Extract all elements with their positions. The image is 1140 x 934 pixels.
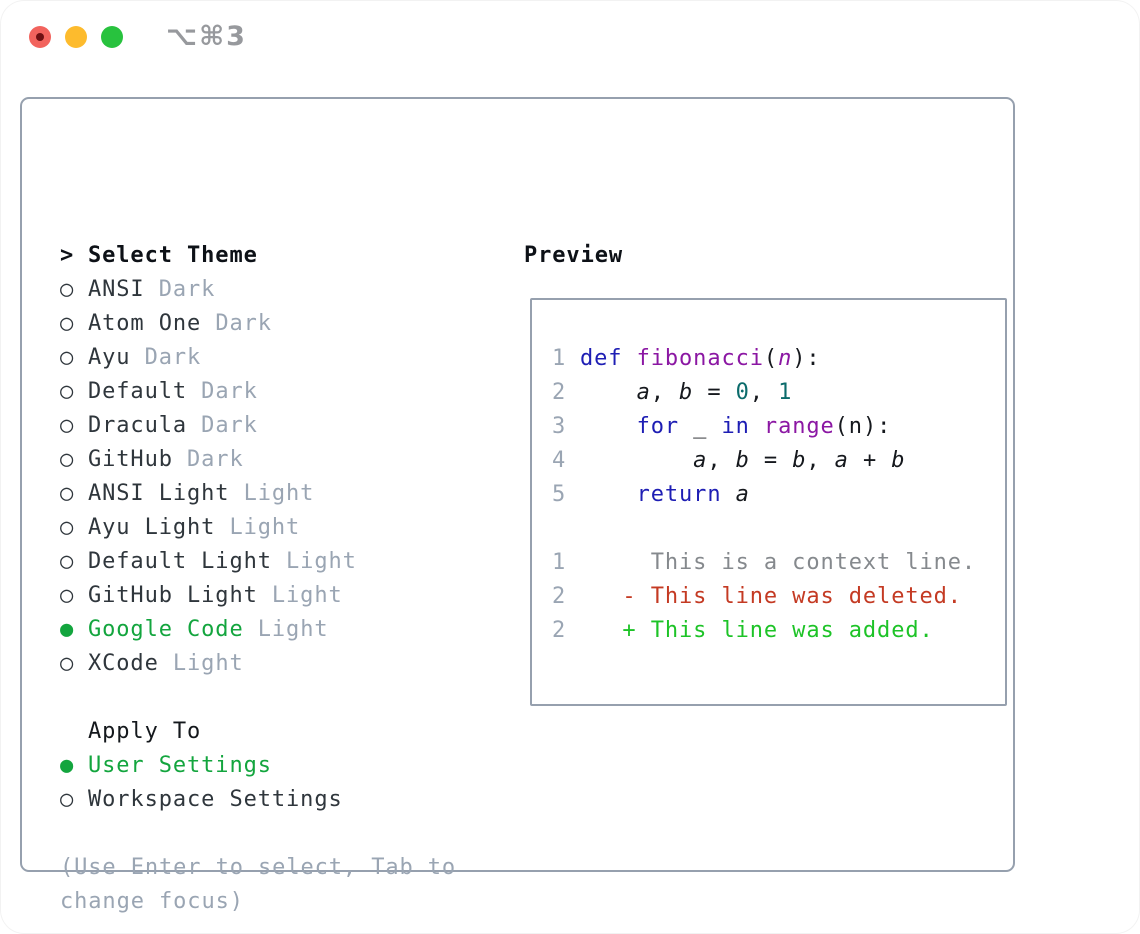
code-line: 2 a, b = 0, 1 xyxy=(552,376,1005,410)
theme-variant: Dark xyxy=(187,413,258,438)
theme-variant: Light xyxy=(257,583,343,608)
theme-option[interactable]: ○ ANSI Dark xyxy=(60,273,357,307)
theme-name: Atom One xyxy=(88,311,202,336)
theme-variant: Light xyxy=(243,617,329,642)
window-title: ⌥⌘3 xyxy=(166,21,247,52)
code-content: def fibonacci(n): xyxy=(580,346,821,371)
theme-list-title: Select Theme xyxy=(88,243,258,268)
radio-selected-icon: ● xyxy=(60,617,75,642)
theme-variant: Dark xyxy=(187,379,258,404)
theme-option[interactable]: ○ Default Light Light xyxy=(60,545,357,579)
dialog-panel: >Select Theme ○ANSI Dark○Atom One Dark○A… xyxy=(20,97,1015,914)
code-content: + This line was added. xyxy=(580,618,934,643)
radio-icon: ○ xyxy=(60,311,75,336)
theme-name: GitHub Light xyxy=(88,583,258,608)
line-number: 2 xyxy=(552,584,567,609)
code-content: a, b = 0, 1 xyxy=(636,380,793,405)
line-number: 2 xyxy=(552,380,567,405)
code-line: 1 This is a context line. xyxy=(552,546,1005,580)
theme-option[interactable]: ○ ANSI Light Light xyxy=(60,477,357,511)
apply-option[interactable]: ○ Workspace Settings xyxy=(60,783,343,817)
radio-icon: ○ xyxy=(60,787,75,812)
theme-option[interactable]: ● Google Code Light xyxy=(60,613,357,647)
code-line xyxy=(552,512,1005,546)
radio-icon: ○ xyxy=(60,379,75,404)
traffic-light-minimize-icon[interactable] xyxy=(65,26,87,48)
theme-variant: Light xyxy=(229,481,315,506)
theme-variant: Light xyxy=(271,549,357,574)
line-number: 5 xyxy=(552,482,567,507)
radio-selected-icon: ● xyxy=(60,753,75,778)
code-content: a, b = b, a + b xyxy=(693,448,906,473)
code-line: 2 + This line was added. xyxy=(552,614,1005,648)
line-number: 4 xyxy=(552,448,567,473)
theme-list-header: > Select Theme xyxy=(60,239,357,273)
apply-option[interactable]: ● User Settings xyxy=(60,749,343,783)
traffic-light-zoom-icon[interactable] xyxy=(101,26,123,48)
traffic-light-close-icon[interactable] xyxy=(29,26,51,48)
titlebar: ⌥⌘3 xyxy=(0,0,1140,74)
radio-icon: ○ xyxy=(60,447,75,472)
theme-option[interactable]: ○ Dracula Dark xyxy=(60,409,357,443)
apply-option-label: User Settings xyxy=(88,753,272,778)
radio-icon: ○ xyxy=(60,345,75,370)
line-number: 2 xyxy=(552,618,567,643)
theme-option[interactable]: ○ Ayu Dark xyxy=(60,341,357,375)
theme-list: > Select Theme ○ ANSI Dark ○ Atom One Dark ○ A… xyxy=(60,239,357,681)
code-line: 5 return a xyxy=(552,478,1005,512)
code-content: This is a context line. xyxy=(580,550,977,575)
theme-name: GitHub xyxy=(88,447,173,472)
line-number: 3 xyxy=(552,414,567,439)
theme-variant: Light xyxy=(215,515,301,540)
theme-option[interactable]: ○ GitHub Dark xyxy=(60,443,357,477)
radio-icon: ○ xyxy=(60,583,75,608)
theme-name: ANSI xyxy=(88,277,145,302)
preview-title: Preview xyxy=(524,243,624,268)
theme-variant: Dark xyxy=(130,345,202,370)
code-content: for _ in range(n): xyxy=(636,414,892,439)
theme-name: XCode xyxy=(88,651,159,676)
theme-name: Dracula xyxy=(88,413,188,438)
radio-icon: ○ xyxy=(60,277,75,302)
theme-variant: Dark xyxy=(172,447,244,472)
theme-option[interactable]: ○ Ayu Light Light xyxy=(60,511,357,545)
radio-icon: ○ xyxy=(60,651,75,676)
theme-option[interactable]: ○ XCode Light xyxy=(60,647,357,681)
theme-name: Google Code xyxy=(88,617,244,642)
keyboard-hint: (Use Enter to select, Tab to change focu… xyxy=(60,855,457,914)
radio-icon: ○ xyxy=(60,481,75,506)
theme-option[interactable]: ○ GitHub Light Light xyxy=(60,579,357,613)
theme-name: Default xyxy=(88,379,188,404)
code-line: 1 def fibonacci(n): xyxy=(552,342,1005,376)
line-number: 1 xyxy=(552,346,567,371)
theme-name: Ayu xyxy=(88,345,131,370)
code-line: 4 a, b = b, a + b xyxy=(552,444,1005,478)
code-content: - This line was deleted. xyxy=(580,584,962,609)
code-content: return a xyxy=(636,482,750,507)
apply-option-label: Workspace Settings xyxy=(88,787,343,812)
line-number: 1 xyxy=(552,550,567,575)
theme-variant: Dark xyxy=(144,277,216,302)
theme-variant: Dark xyxy=(201,311,272,336)
theme-name: ANSI Light xyxy=(88,481,230,506)
code-line: 2 - This line was deleted. xyxy=(552,580,1005,614)
code-line: 3 for _ in range(n): xyxy=(552,410,1005,444)
cursor-icon: > xyxy=(60,243,75,268)
radio-icon: ○ xyxy=(60,515,75,540)
theme-name: Default Light xyxy=(88,549,272,574)
apply-to-title: Apply To xyxy=(88,719,202,744)
apply-to-list: Apply To ● User Settings ○ Workspace Settin… xyxy=(60,715,343,817)
apply-to-header: Apply To xyxy=(60,715,343,749)
theme-option[interactable]: ○ Default Dark xyxy=(60,375,357,409)
radio-icon: ○ xyxy=(60,413,75,438)
theme-variant: Light xyxy=(158,651,244,676)
radio-icon: ○ xyxy=(60,549,75,574)
theme-option[interactable]: ○ Atom One Dark xyxy=(60,307,357,341)
theme-name: Ayu Light xyxy=(88,515,216,540)
